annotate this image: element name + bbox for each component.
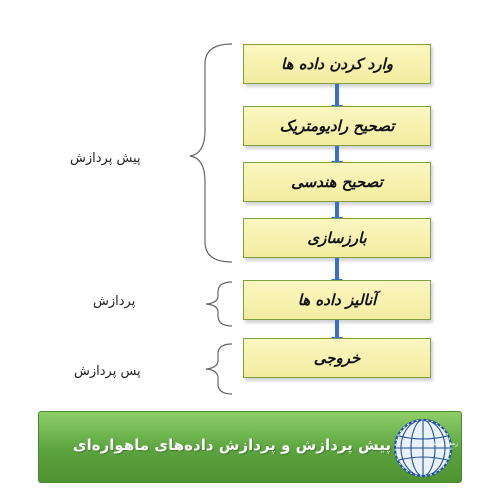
phase-label-pre-processing: پیش پردازش xyxy=(70,151,141,166)
globe-logo-icon xyxy=(394,419,452,477)
step-geometric-correction: تصحیح هندسی xyxy=(243,162,431,202)
phase-label-processing: پردازش xyxy=(93,294,136,309)
logo-label: زمین هوش xyxy=(430,440,458,447)
banner-title: پیش پردازش و پردازش داده‌های ماهواره‌ای xyxy=(72,436,391,454)
brace-pre-processing xyxy=(189,43,233,263)
phase-label-post-processing: پس پردازش xyxy=(74,364,141,379)
step-data-analysis: آنالیز داده ها xyxy=(243,280,431,320)
step-output: خروجی xyxy=(243,338,431,378)
step-radiometric-correction: تصحیح رادیومتریک xyxy=(243,106,431,146)
step-import-data: وارد کردن داده ها xyxy=(243,44,431,84)
brace-processing xyxy=(205,281,233,327)
title-banner: پیش پردازش و پردازش داده‌های ماهواره‌ای xyxy=(38,411,462,483)
step-enhancement: بارزسازی xyxy=(243,218,431,258)
brace-post-processing xyxy=(205,343,233,395)
